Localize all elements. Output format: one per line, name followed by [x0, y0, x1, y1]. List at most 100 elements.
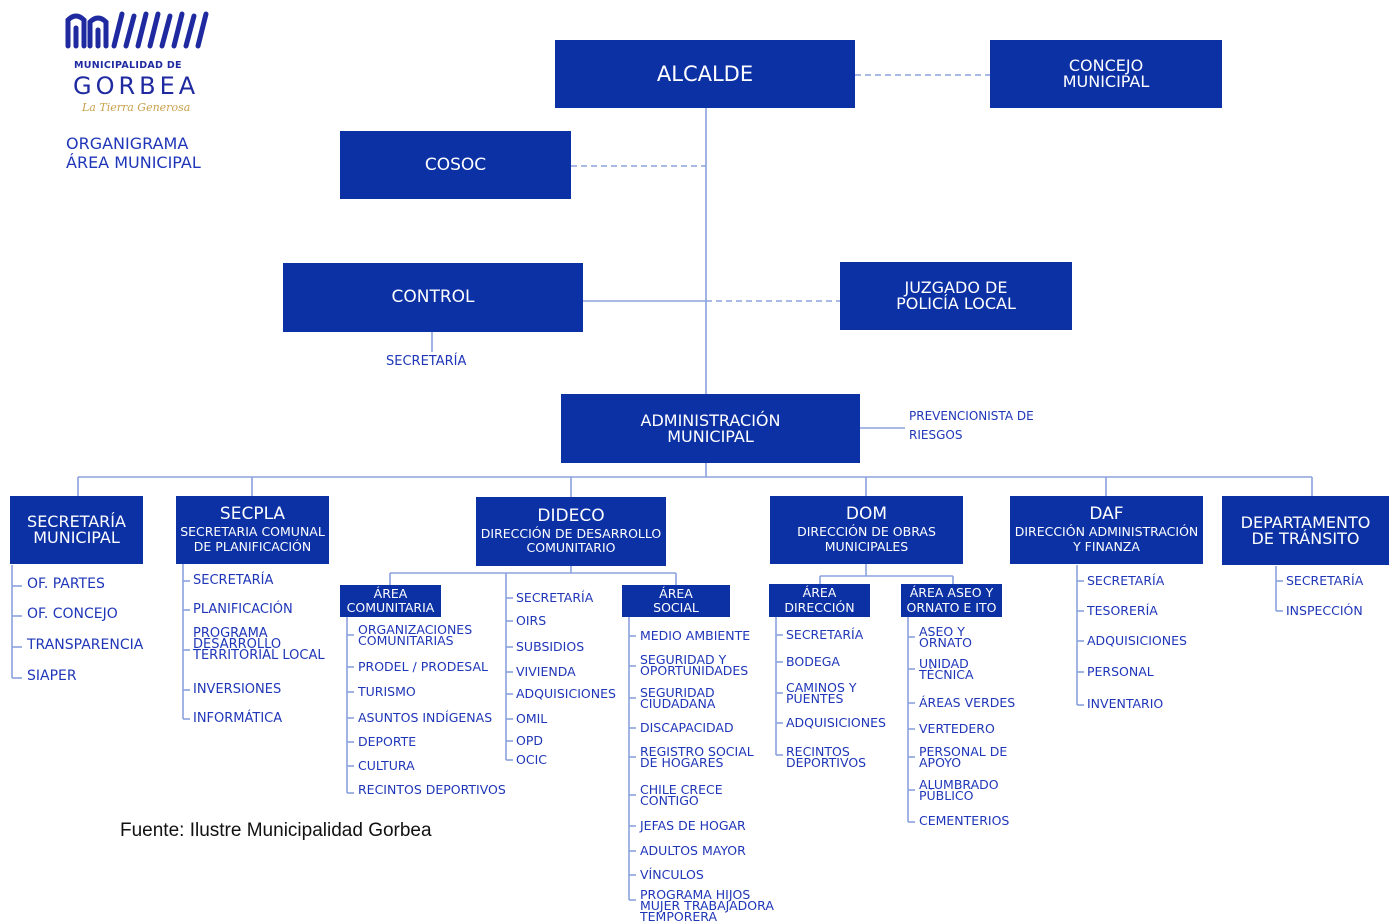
transito-box: DEPARTAMENTO DE TRÁNSITO: [1222, 496, 1389, 565]
secpla-item: PLANIFICACIÓN: [193, 602, 293, 617]
control-box: CONTROL: [283, 263, 583, 332]
transito-item: SECRETARÍA: [1286, 573, 1364, 588]
secpla-sub-1: SECRETARIA COMUNAL: [180, 524, 325, 540]
logo-tagline: La Tierra Generosa: [82, 101, 191, 114]
logo-line2: GORBEA: [73, 72, 200, 100]
daf-item: ADQUISICIONES: [1087, 633, 1187, 648]
transito-label-2: DE TRÁNSITO: [1251, 528, 1360, 548]
dideco-item: OPD: [516, 733, 544, 748]
secretaria-municipal-item: OF. PARTES: [27, 576, 105, 592]
area-comunitaria-box: ÁREA COMUNITARIA: [340, 585, 441, 617]
transito-label-1: DEPARTAMENTO: [1240, 512, 1371, 532]
control-label: CONTROL: [391, 287, 475, 307]
dom-title: DOM: [845, 504, 888, 525]
area-comunitaria-item: DEPORTE: [358, 734, 417, 749]
area-direccion-box: ÁREA DIRECCIÓN: [769, 584, 870, 617]
area-social-box: ÁREA SOCIAL: [622, 585, 730, 617]
area-aseo-item: ÁREAS VERDES: [919, 695, 1016, 710]
concejo-label-1: CONCEJO: [1068, 56, 1144, 75]
administracion-label-1: ADMINISTRACIÓN: [640, 410, 781, 430]
chart-title-line1: ORGANIGRAMA: [66, 134, 189, 153]
area-social-label-2: SOCIAL: [653, 600, 699, 615]
dideco-item: OMIL: [516, 711, 548, 726]
transito-item: INSPECCIÓN: [1286, 603, 1363, 618]
dideco-item: ADQUISICIONES: [516, 686, 616, 701]
concejo-box: CONCEJO MUNICIPAL: [990, 40, 1222, 108]
prevencionista-line1: PREVENCIONISTA DE: [909, 409, 1034, 423]
secpla-title: SECPLA: [219, 504, 286, 525]
area-social-item: DISCAPACIDAD: [640, 720, 734, 735]
dideco-item: SECRETARÍA: [516, 590, 594, 605]
daf-title: DAF: [1089, 504, 1124, 525]
logo-line1: MUNICIPALIDAD DE: [74, 60, 182, 71]
area-comunitaria-item: PRODEL / PRODESAL: [358, 659, 488, 674]
area-comunitaria-item: TURISMO: [358, 684, 416, 699]
dideco-sub-2: COMUNITARIO: [526, 540, 616, 555]
administracion-label-2: MUNICIPAL: [667, 426, 754, 446]
dideco-box: DIDECO DIRECCIÓN DE DESARROLLO COMUNITAR…: [476, 497, 666, 566]
daf-sub-1: DIRECCIÓN ADMINISTRACIÓN: [1014, 524, 1199, 540]
daf-item: INVENTARIO: [1087, 696, 1164, 711]
secpla-item: INVERSIONES: [193, 682, 282, 697]
secpla-box: SECPLA SECRETARIA COMUNAL DE PLANIFICACI…: [176, 496, 329, 564]
area-social-item: ADULTOS MAYOR: [640, 843, 746, 858]
area-social-item: VÍNCULOS: [640, 867, 704, 882]
dideco-title: DIDECO: [537, 505, 605, 526]
secretaria-municipal-item: OF. CONCEJO: [27, 606, 118, 622]
gorbea-logo: [65, 11, 209, 49]
area-aseo-item: CEMENTERIOS: [919, 813, 1010, 828]
daf-box: DAF DIRECCIÓN ADMINISTRACIÓN Y FINANZA: [1010, 496, 1203, 564]
secretaria-municipal-item: TRANSPARENCIA: [27, 637, 144, 653]
secpla-item: SECRETARÍA: [193, 573, 274, 588]
control-secretaria: SECRETARÍA: [386, 354, 467, 369]
juzgado-label-1: JUZGADO DE: [904, 278, 1008, 297]
administracion-box: ADMINISTRACIÓN MUNICIPAL: [561, 394, 860, 463]
juzgado-label-2: POLICÍA LOCAL: [896, 294, 1016, 313]
area-social-label-1: ÁREA: [659, 585, 693, 601]
area-direccion-item: BODEGA: [786, 654, 840, 669]
area-direccion-item: ADQUISICIONES: [786, 715, 886, 730]
dideco-item: OIRS: [516, 613, 547, 628]
daf-sub-2: Y FINANZA: [1073, 538, 1140, 554]
juzgado-box: JUZGADO DE POLICÍA LOCAL: [840, 262, 1072, 330]
secretaria-municipal-box: SECRETARÍA MUNICIPAL: [10, 496, 143, 564]
area-comunitaria-item: CULTURA: [358, 758, 415, 773]
area-aseo-box: ÁREA ASEO Y ORNATO E ITO: [901, 584, 1002, 617]
source-note: Fuente: Ilustre Municipalidad Gorbea: [120, 820, 432, 841]
daf-item: TESORERÍA: [1087, 603, 1158, 618]
daf-item: SECRETARÍA: [1087, 573, 1165, 588]
secretaria-municipal-label-2: MUNICIPAL: [33, 528, 120, 547]
area-social-item: MEDIO AMBIENTE: [640, 628, 751, 643]
area-direccion-label-2: DIRECCIÓN: [784, 599, 855, 615]
cosoc-label: COSOC: [424, 154, 487, 175]
area-comunitaria-item: RECINTOS DEPORTIVOS: [358, 782, 506, 797]
dideco-item: OCIC: [516, 752, 547, 767]
area-comunitaria-item: ASUNTOS INDÍGENAS: [358, 710, 493, 725]
chart-title-line2: ÁREA MUNICIPAL: [66, 153, 201, 172]
dideco-item: VIVIENDA: [516, 664, 576, 679]
area-aseo-label-2: ORNATO E ITO: [906, 599, 997, 615]
secpla-item: INFORMÁTICA: [193, 711, 283, 726]
area-comunitaria-label-2: COMUNITARIA: [346, 600, 435, 615]
area-comunitaria-label-1: ÁREA: [373, 585, 408, 601]
secpla-sub-2: DE PLANIFICACIÓN: [193, 538, 312, 554]
dideco-sub-1: DIRECCIÓN DE DESARROLLO: [480, 525, 662, 541]
dom-sub-1: DIRECCIÓN DE OBRAS: [797, 524, 936, 540]
dom-box: DOM DIRECCIÓN DE OBRAS MUNICIPALES: [770, 496, 963, 564]
dom-sub-2: MUNICIPALES: [824, 538, 909, 554]
area-social-item: JEFAS DE HOGAR: [640, 818, 746, 833]
area-direccion-item: SECRETARÍA: [786, 627, 864, 642]
cosoc-box: COSOC: [340, 131, 571, 199]
